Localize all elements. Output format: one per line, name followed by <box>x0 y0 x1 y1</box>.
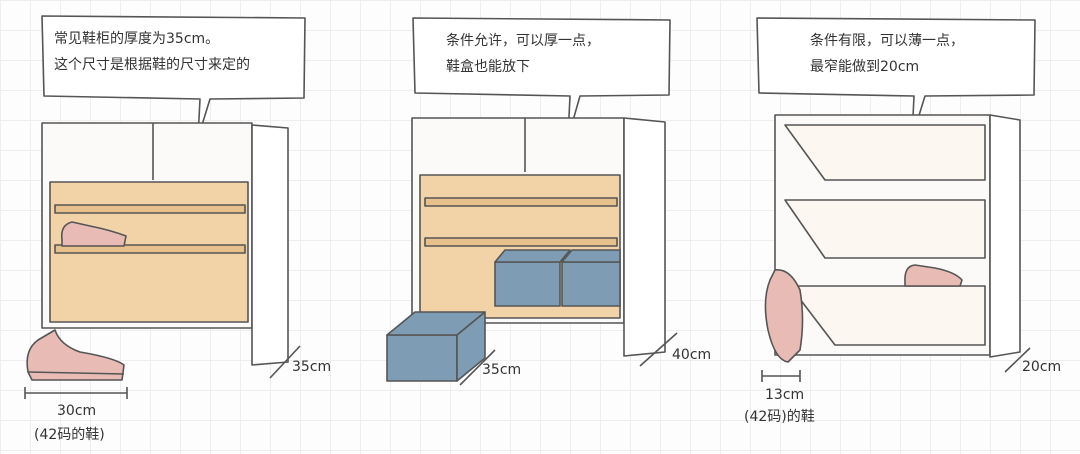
shoebox-icon <box>494 249 571 307</box>
bubble-line: 这个尺寸是根据鞋的尺寸来定的 <box>54 57 250 73</box>
shoe-size-label-1: (42码的鞋) <box>34 427 105 443</box>
bubble-text-2: 条件允许，可以厚一点， 鞋盒也能放下 <box>446 28 600 80</box>
bubble-text-1: 常见鞋柜的厚度为35cm。 这个尺寸是根据鞋的尺寸来定的 <box>54 26 250 78</box>
shoe-icon <box>764 269 804 363</box>
shoe-length-label: 30cm <box>57 403 97 419</box>
bubble-line: 常见鞋柜的厚度为35cm。 <box>54 31 220 47</box>
shoe-icon <box>26 329 125 381</box>
panel-2-cabinet <box>386 17 678 386</box>
bubble-line: 最窄能做到20cm <box>810 59 920 75</box>
depth-label-3: 20cm <box>1022 359 1062 375</box>
shoe-size-label-3: (42码)的鞋 <box>744 409 815 425</box>
shoebox-icon <box>386 311 486 382</box>
shoe-icon <box>60 221 127 247</box>
box-depth-label: 35cm <box>482 362 522 378</box>
depth-label-1: 35cm <box>292 359 332 375</box>
bubble-line: 条件有限，可以薄一点， <box>810 33 964 49</box>
panel-1-cabinet <box>24 15 306 399</box>
speech-bubble-1 <box>41 15 306 139</box>
depth-label-2: 40cm <box>672 347 712 363</box>
bubble-line: 鞋盒也能放下 <box>446 59 530 75</box>
shoe-icon <box>904 264 963 287</box>
shoe-width-label: 13cm <box>765 387 805 403</box>
shoebox-icon <box>561 249 621 307</box>
panel-3-cabinet <box>756 17 1036 382</box>
bubble-text-3: 条件有限，可以薄一点， 最窄能做到20cm <box>810 28 964 80</box>
bubble-line: 条件允许，可以厚一点， <box>446 33 600 49</box>
speech-bubble-2 <box>412 17 671 139</box>
